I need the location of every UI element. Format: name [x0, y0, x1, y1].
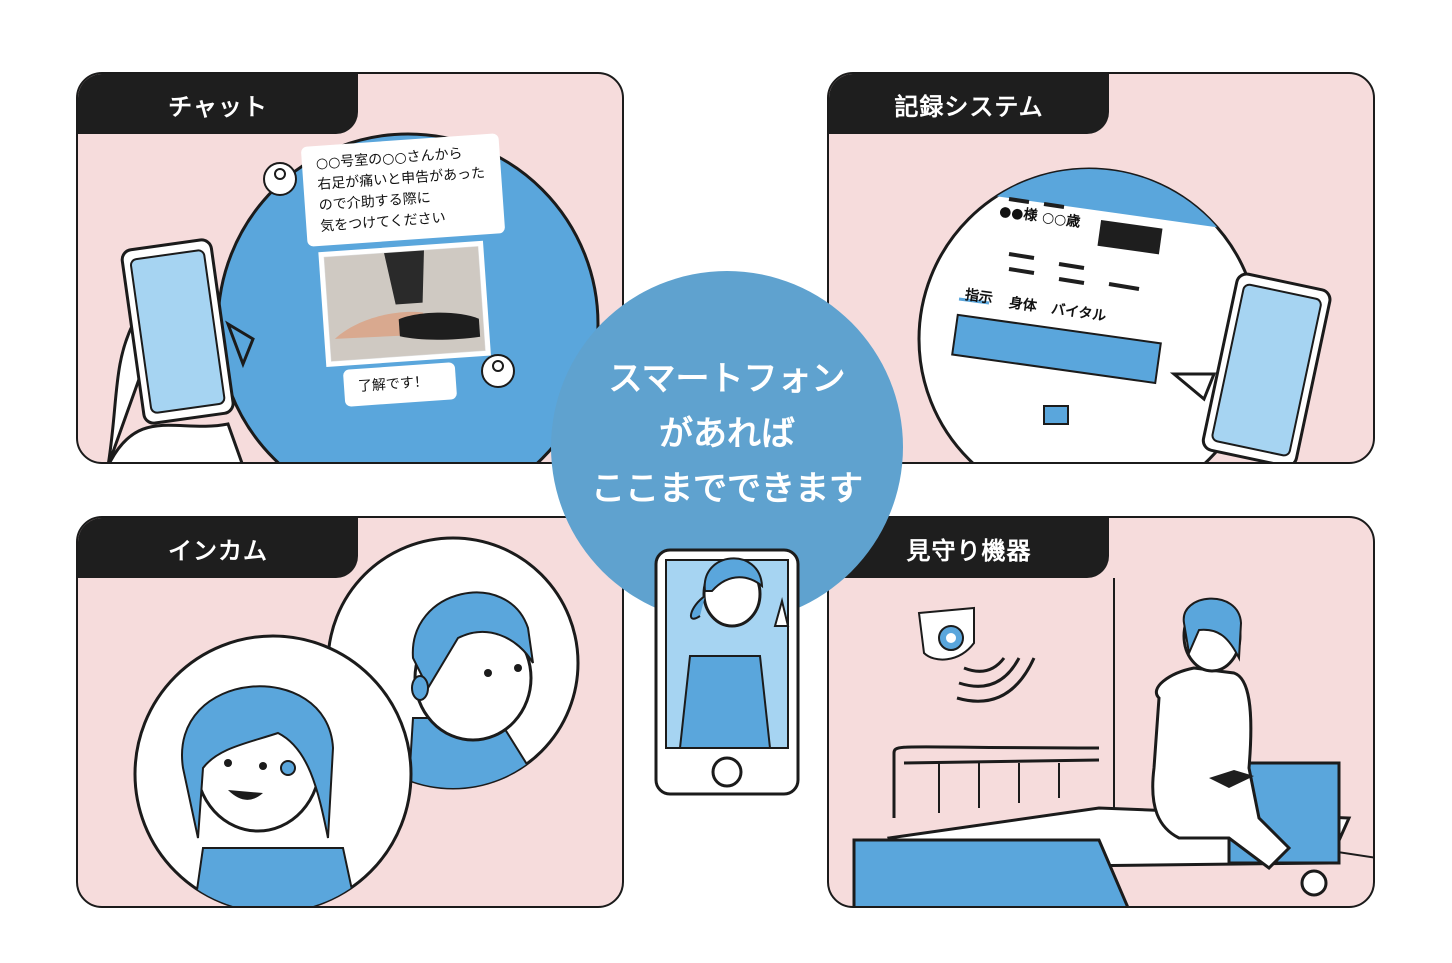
records-panel: 記録システム ●●様 ○○歳 指示 身体 バイタル — [827, 72, 1375, 464]
intercom-illustration — [133, 536, 580, 906]
headline-line-1: スマートフォン — [608, 359, 846, 399]
tab-body[interactable]: 身体 — [1007, 295, 1038, 315]
center-phone-illustration — [654, 548, 800, 796]
chat-message-bubble: ○○号室の○○さんから 右足が痛いと申告があった ので介助する際に 気をつけてく… — [300, 133, 506, 247]
intercom-panel: インカム — [76, 516, 624, 908]
tab-instructions[interactable]: 指示 — [963, 287, 994, 307]
monitor-panel: 見守り機器 — [827, 516, 1375, 908]
chat-panel: チャット ○○号室の○○さんから 右足が痛いと申告があった ので介助する際に 気… — [76, 72, 624, 464]
intercom-title: インカム — [78, 518, 358, 578]
records-illustration — [917, 167, 1332, 462]
camera-icon — [917, 606, 975, 661]
center-headline: スマートフォン があれば ここまでできます — [551, 352, 903, 517]
headline-line-3: ここまでできます — [591, 469, 863, 509]
chat-reply-bubble: 了解です！ — [342, 362, 458, 407]
chat-title: チャット — [78, 74, 358, 134]
records-title: 記録システム — [829, 74, 1109, 134]
headline-line-2: があれば — [659, 414, 795, 454]
monitor-illustration — [852, 578, 1373, 906]
